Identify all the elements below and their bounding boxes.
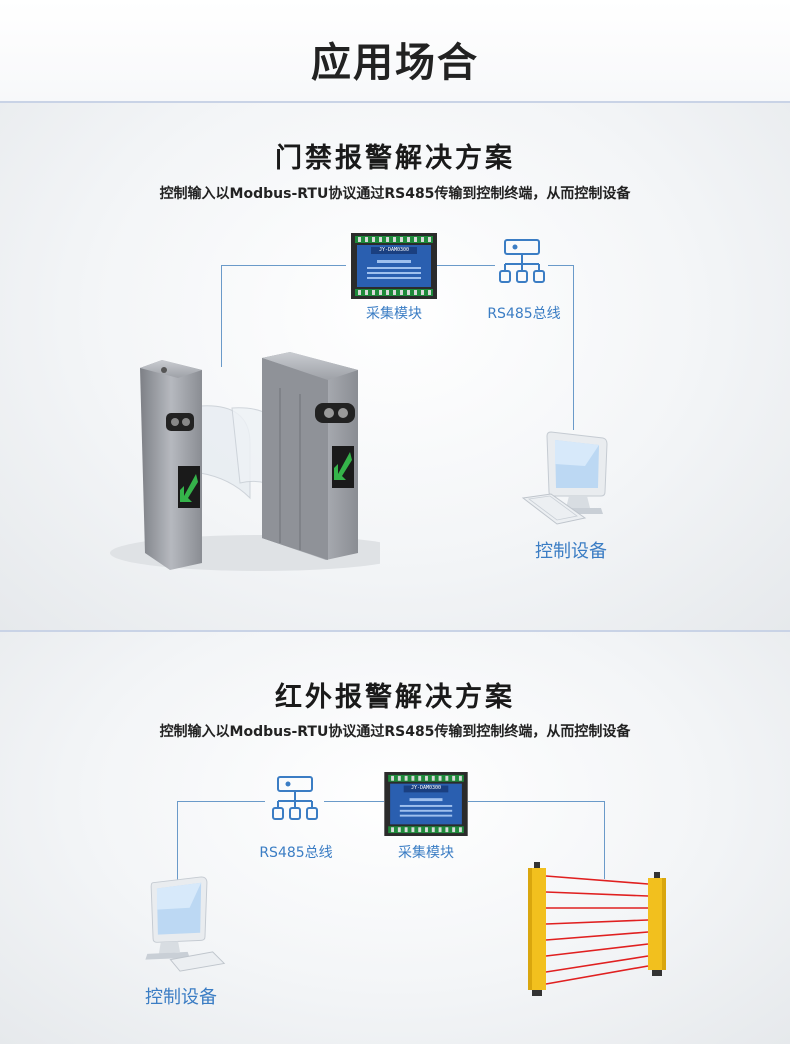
connection-line (573, 265, 574, 430)
section-title: 红外报警解决方案 (275, 682, 515, 713)
device-label: 控制设备 (145, 987, 217, 1008)
connection-line (324, 801, 384, 802)
network-topology-icon (272, 776, 318, 820)
connection-line (468, 801, 605, 802)
section-divider (0, 630, 790, 632)
turnstile-gate-icon (110, 352, 380, 571)
infrared-alarm-section: 红外报警解决方案 控制输入以Modbus-RTU协议通过RS485传输到控制终端… (0, 632, 790, 1044)
access-control-section: 门禁报警解决方案 控制输入以Modbus-RTU协议通过RS485传输到控制终端… (0, 103, 790, 630)
acquisition-module: JY-DAM0300 (351, 233, 437, 303)
connection-line (177, 801, 178, 899)
module-label: 采集模块 (398, 845, 454, 861)
page-header: 应用场合 (0, 0, 790, 102)
section-title: 门禁报警解决方案 (275, 143, 515, 174)
module-device-icon (351, 233, 437, 299)
module-model-label: JY-DAM0300 (378, 247, 410, 253)
bus-label: RS485总线 (487, 306, 561, 322)
page-title: 应用场合 (311, 40, 479, 86)
module-label: 采集模块 (366, 306, 422, 322)
connection-line (221, 265, 222, 367)
device-label: 控制设备 (535, 541, 607, 562)
computer-monitor-icon (145, 876, 226, 972)
network-topology-icon (499, 239, 545, 283)
section-subtitle: 控制输入以Modbus-RTU协议通过RS485传输到控制终端，从而控制设备 (159, 186, 631, 202)
connection-line (604, 801, 605, 879)
connection-line (221, 265, 346, 266)
module-device-icon (384, 772, 468, 836)
infrared-beam-sensor-icon (528, 862, 666, 996)
computer-monitor-icon (521, 431, 608, 525)
connection-line (548, 265, 574, 266)
module-model-label: JY-DAM0300 (410, 785, 442, 791)
section-subtitle: 控制输入以Modbus-RTU协议通过RS485传输到控制终端，从而控制设备 (159, 724, 631, 740)
connection-line (177, 801, 265, 802)
header-divider (0, 101, 790, 103)
bus-label: RS485总线 (259, 845, 333, 861)
connection-line (437, 265, 495, 266)
acquisition-module: JY-DAM0300 (384, 772, 468, 840)
